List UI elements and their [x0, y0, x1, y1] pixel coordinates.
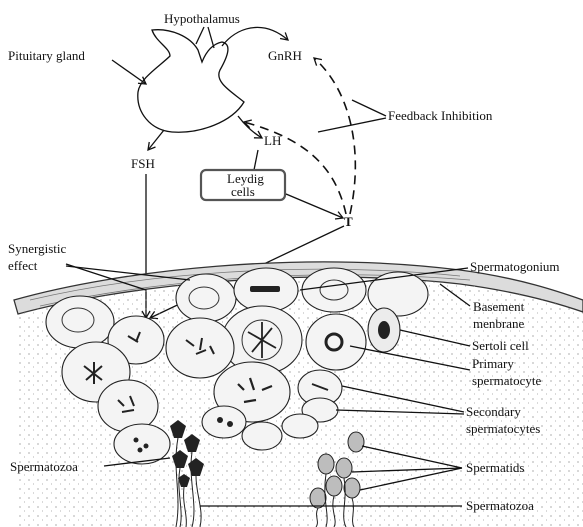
gnrh-label: GnRH: [268, 48, 302, 63]
secondary-spermatocyte: [242, 422, 282, 450]
lh-label: LH: [264, 133, 281, 148]
synergistic-label-line2: effect: [8, 258, 38, 273]
pituitary-arrow: [112, 60, 146, 84]
hypothalamus-pointer-2: [208, 27, 214, 48]
spermatid-head: [310, 488, 326, 508]
fsh-label: FSH: [131, 156, 155, 171]
secondary-label-line1: Secondary: [466, 404, 521, 419]
spermatid-head: [348, 432, 364, 452]
leydig-to-t-arrow: [286, 194, 343, 218]
lh-arrow: [238, 116, 262, 138]
secondary-spermatocyte: [282, 414, 318, 438]
spermatogonium-cell: [368, 272, 428, 316]
spermatozoa-bottom-label: Spermatozoa: [466, 498, 534, 513]
pituitary-gland-shape: [138, 30, 244, 133]
lh-to-leydig-line: [254, 150, 258, 170]
gnrh-arrow: [222, 27, 288, 46]
sertoli-label: Sertoli cell: [472, 338, 529, 353]
feedback-to-gnrh-dashed: [314, 58, 355, 214]
spermatogonium-cell: [176, 274, 236, 322]
pituitary-label: Pituitary gland: [8, 48, 85, 63]
primary-spermatocyte: [114, 424, 170, 464]
chromosome-mark: [217, 417, 223, 423]
primary-label-line2: spermatocyte: [472, 373, 542, 388]
hypothalamus-label: Hypothalamus: [164, 11, 240, 26]
synergistic-label-line1: Synergistic: [8, 241, 66, 256]
fsh-arrow: [148, 130, 164, 150]
spermatid-head: [344, 478, 360, 498]
basement-label-line2: menbrane: [473, 316, 524, 331]
chromosome-mark: [250, 286, 280, 292]
spermatozoa-left-label: Spermatozoa: [10, 459, 78, 474]
feedback-inhibition-label: Feedback Inhibition: [388, 108, 493, 123]
spermatid-head: [336, 458, 352, 478]
spermatogonium-cell: [302, 268, 366, 312]
chromosome-mark: [227, 421, 233, 427]
feedback-pointer-1: [352, 100, 386, 116]
chromosome-mark: [134, 438, 139, 443]
basement-label-line1: Basement: [473, 299, 525, 314]
spermatids-label: Spermatids: [466, 460, 525, 475]
spermatogonium-cell: [46, 296, 114, 348]
secondary-label-line2: spermatocytes: [466, 421, 540, 436]
chromosome-mark: [138, 448, 143, 453]
primary-label-line1: Primary: [472, 356, 514, 371]
spermatid-head: [318, 454, 334, 474]
primary-spermatocyte: [306, 314, 366, 370]
spermatid-head: [326, 476, 342, 496]
leydig-label-line2: cells: [231, 184, 255, 199]
hypothalamus-pointer-1: [196, 27, 204, 44]
testosterone-label: T: [344, 214, 353, 229]
cell-nucleus: [378, 321, 390, 339]
feedback-pointer-2: [318, 118, 386, 132]
secondary-spermatocyte: [202, 406, 246, 438]
spermatogonium-label: Spermatogonium: [470, 259, 560, 274]
chromosome-mark: [144, 444, 149, 449]
